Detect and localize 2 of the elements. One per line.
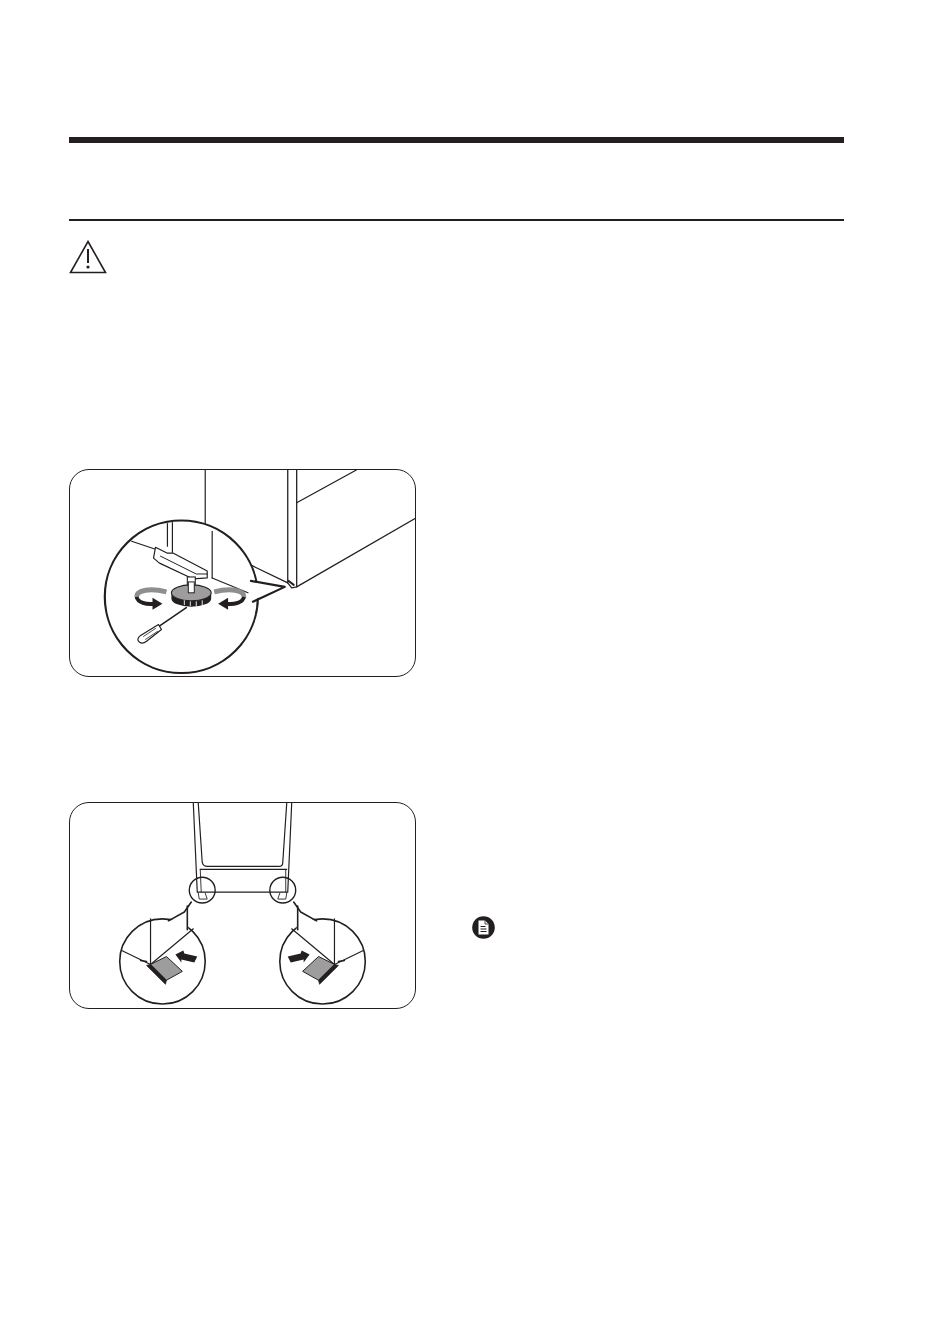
door-feet-illustration <box>69 802 416 1009</box>
leveling-foot-illustration <box>69 469 416 677</box>
